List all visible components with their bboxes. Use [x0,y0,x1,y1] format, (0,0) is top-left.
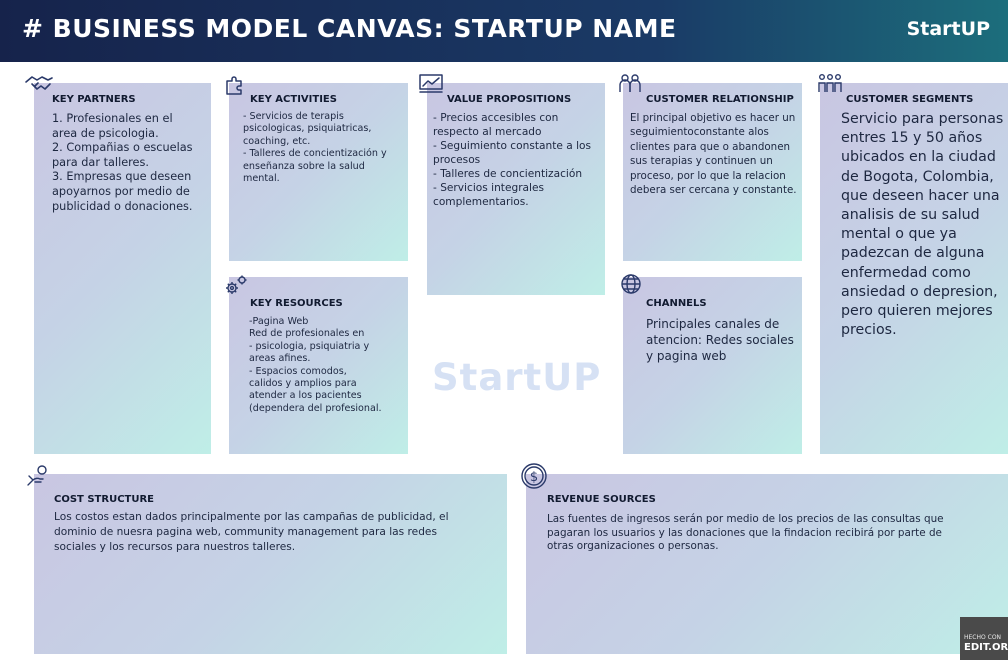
customer-relationship-text: El principal objetivo es hacer un seguim… [630,112,797,197]
gears-icon [223,273,249,297]
brand-logo: StartUP [906,18,990,40]
key-partners-label: KEY PARTNERS [52,94,136,105]
channels-text: Principales canales de atencion: Redes s… [646,317,794,363]
customer-segments-card [820,83,1008,454]
value-propositions-text: - Precios accesibles con respecto al mer… [433,112,592,208]
puzzle-icon [223,73,247,97]
value-propositions-card [427,83,605,295]
dollar-coin-icon: $ [520,462,548,490]
value-propositions-label: VALUE PROPOSITIONS [447,94,572,105]
key-activities-text: - Servicios de terapis psicologicas, psi… [243,111,387,185]
hand-coin-icon [25,463,51,489]
group-icon [816,72,844,96]
revenue-sources-label: REVENUE SOURCES [547,494,656,505]
revenue-sources-card [526,474,1008,654]
customer-relationship-card [623,83,802,261]
key-resources-card [229,277,408,454]
customer-segments-label: CUSTOMER SEGMENTS [846,94,974,105]
key-activities-card [229,83,408,261]
globe-icon [619,272,643,296]
cost-structure-label: COST STRUCTURE [54,494,154,505]
svg-text:$: $ [530,470,538,485]
handshake-icon [24,72,54,96]
edit-org-badge[interactable]: HECHO CON EDIT.ORG [960,617,1008,660]
startup-watermark-logo: StartUP [432,356,602,399]
key-resources-label: KEY RESOURCES [250,298,343,309]
page-title: # BUSINESS MODEL CANVAS: STARTUP NAME [22,14,677,43]
cost-structure-card [34,474,507,654]
key-activities-label: KEY ACTIVITIES [250,94,337,105]
customer-segments-text: Servicio para personas entres 15 y 50 añ… [841,111,1004,339]
channels-card [623,277,802,454]
cost-structure-text: Los costos estan dados principalmente po… [54,511,449,554]
badge-line-1: HECHO CON [964,634,1002,641]
people-icon [617,72,643,96]
header-banner: # BUSINESS MODEL CANVAS: STARTUP NAME St… [0,0,1008,62]
channels-label: CHANNELS [646,298,707,309]
key-resources-text: -Pagina Web Red de profesionales en - ps… [249,316,382,414]
badge-line-2: EDIT.ORG [964,642,1008,653]
key-partners-text: 1. Profesionales en el area de psicologi… [52,112,193,213]
key-partners-card [34,83,211,454]
revenue-sources-text: Las fuentes de ingresos serán por medio … [547,513,944,553]
customer-relationship-label: CUSTOMER RELATIONSHIP [646,94,794,105]
chart-monitor-icon [418,73,444,95]
